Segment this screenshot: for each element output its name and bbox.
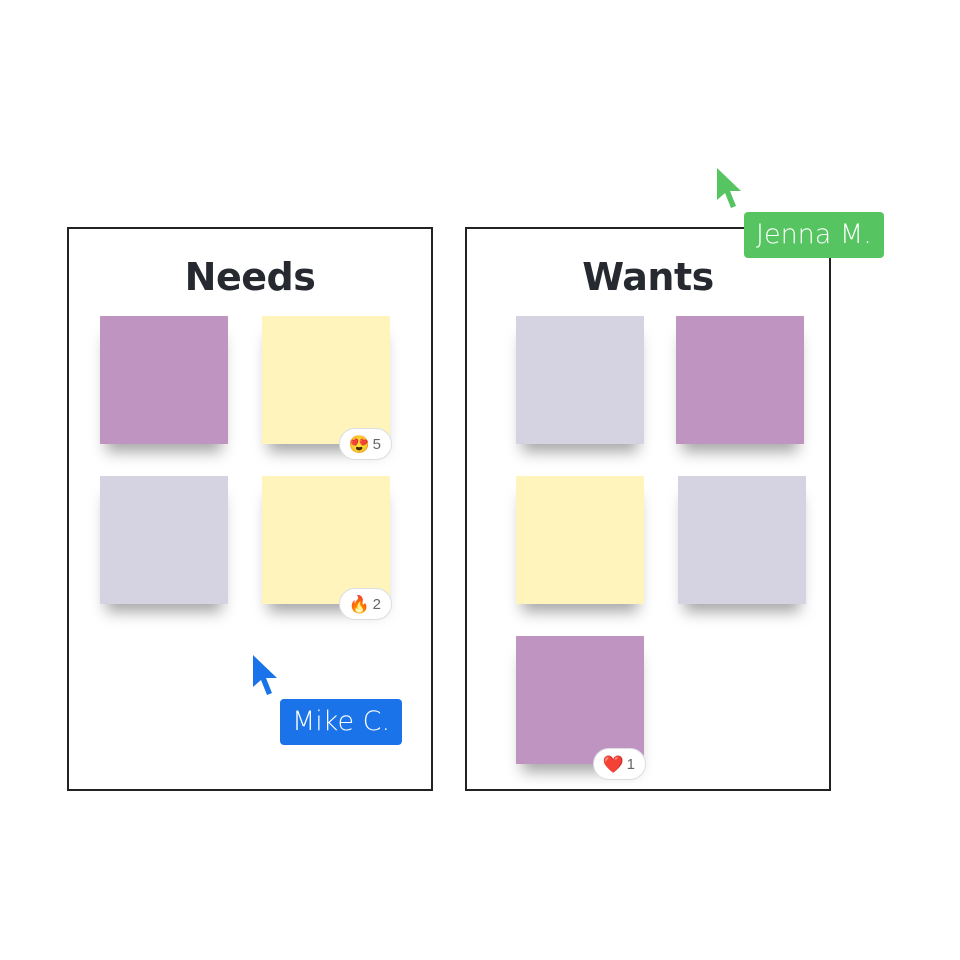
sticky-note[interactable] xyxy=(100,476,228,604)
sticky-note[interactable]: 😍 5 xyxy=(262,316,392,460)
reaction-badge[interactable]: 🔥 2 xyxy=(339,588,392,620)
sticky-note[interactable] xyxy=(100,316,228,444)
sticky-note[interactable] xyxy=(676,316,804,444)
column-title: Needs xyxy=(184,255,316,299)
cursor-arrow-icon xyxy=(253,655,277,695)
reaction-badge[interactable]: ❤️ 1 xyxy=(593,748,646,780)
sticky-note[interactable]: ❤️ 1 xyxy=(516,636,646,780)
cursor-arrow-icon xyxy=(717,168,741,208)
sticky-note[interactable] xyxy=(678,476,806,604)
reaction-count: 1 xyxy=(626,755,635,773)
collaborator-label: Jenna M. xyxy=(744,212,884,258)
sticky-note[interactable] xyxy=(516,476,644,604)
reaction-count: 5 xyxy=(372,435,381,453)
heart-eyes-icon: 😍 xyxy=(348,434,370,454)
reaction-count: 2 xyxy=(372,595,381,613)
collaborator-label: Mike C. xyxy=(280,699,403,745)
reaction-badge[interactable]: 😍 5 xyxy=(339,428,392,460)
fire-icon: 🔥 xyxy=(348,594,370,614)
heart-icon: ❤️ xyxy=(602,754,624,774)
sticky-note[interactable]: 🔥 2 xyxy=(262,476,392,620)
sticky-note[interactable] xyxy=(516,316,644,444)
column-title: Wants xyxy=(582,255,714,299)
